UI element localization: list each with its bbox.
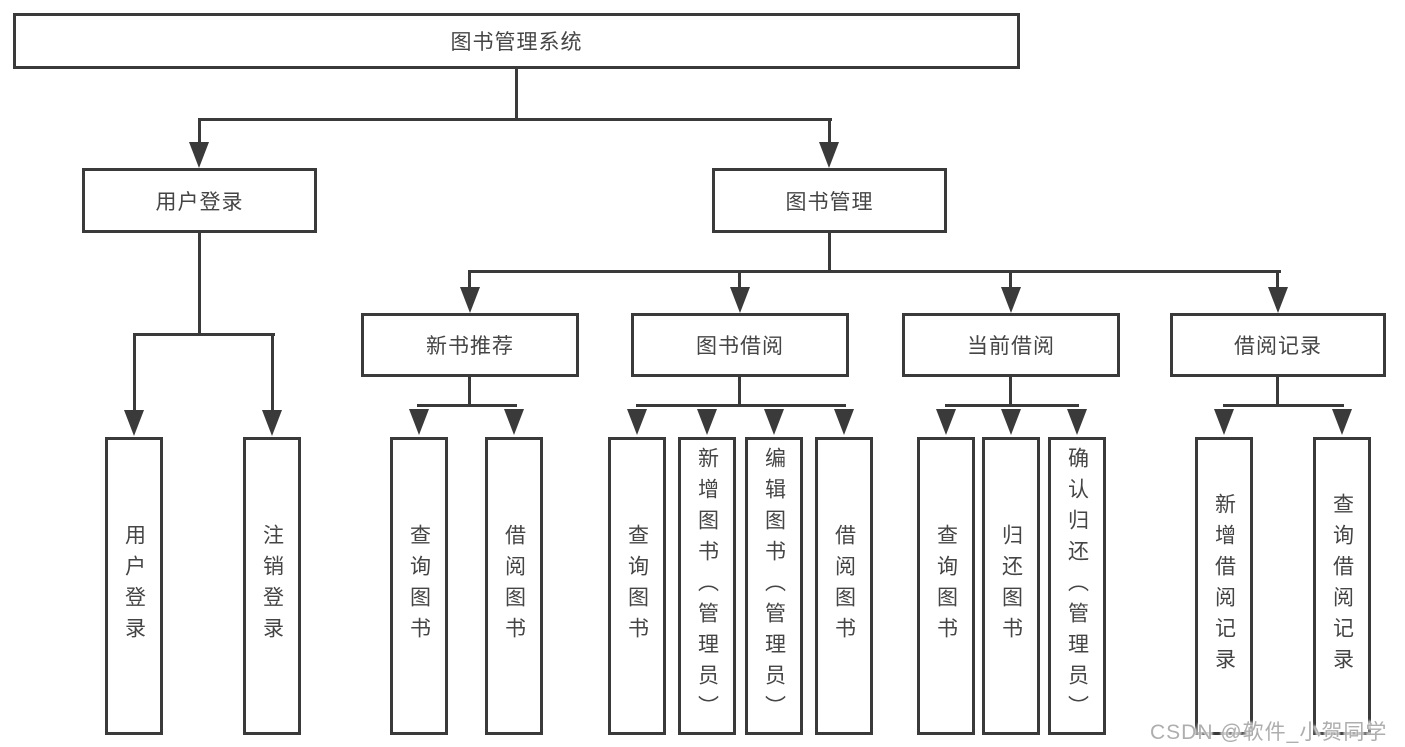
connector-line (945, 404, 1079, 407)
connector-arrowhead (730, 287, 750, 313)
connector-arrowhead (124, 410, 144, 436)
leaf-logout: 注销登录 (243, 437, 301, 735)
connector-line (515, 68, 518, 119)
node-root-label: 图书管理系统 (450, 31, 583, 54)
connector-line (198, 118, 832, 121)
connector-line (198, 118, 201, 144)
node-book-management: 图书管理 (712, 168, 947, 233)
watermark: CSDN @软件_小贺同学 (1150, 721, 1388, 744)
connector-line (1276, 377, 1279, 406)
node-borrow-records-label: 借阅记录 (1234, 335, 1322, 358)
leaf-add-book-admin: 新增图书（管理员） (678, 437, 736, 735)
leaf-edit-book-admin: 编辑图书（管理员） (745, 437, 803, 735)
leaf-add-borrow-record: 新增借阅记录 (1195, 437, 1253, 735)
connector-arrowhead (764, 409, 784, 435)
leaf-query-book-borrow: 查询图书 (608, 437, 666, 735)
node-root: 图书管理系统 (13, 13, 1020, 69)
connector-line (1009, 377, 1012, 406)
connector-arrowhead (697, 409, 717, 435)
connector-arrowhead (1332, 409, 1352, 435)
leaf-logout-label: 注销登录 (260, 524, 284, 648)
leaf-edit-book-admin-label: 编辑图书（管理员） (762, 446, 786, 726)
connector-line (1223, 404, 1344, 407)
connector-line (417, 404, 517, 407)
connector-arrowhead (504, 409, 524, 435)
connector-arrowhead (1067, 409, 1087, 435)
connector-line (738, 270, 741, 289)
node-user-login-label: 用户登录 (155, 190, 244, 214)
leaf-add-borrow-record-label: 新增借阅记录 (1212, 493, 1236, 679)
leaf-query-book-borrow-label: 查询图书 (625, 524, 649, 648)
node-book-borrow-label: 图书借阅 (696, 335, 784, 358)
leaf-query-book-recommend-label: 查询图书 (407, 524, 431, 648)
connector-line (133, 333, 136, 411)
connector-arrowhead (819, 142, 839, 168)
connector-line (738, 377, 741, 406)
node-current-borrow-label: 当前借阅 (967, 335, 1055, 358)
connector-line (468, 377, 471, 406)
node-new-book-recommend: 新书推荐 (361, 313, 579, 377)
connector-arrowhead (262, 410, 282, 436)
leaf-query-book-current-label: 查询图书 (934, 524, 958, 648)
connector-line (468, 270, 471, 289)
leaf-add-book-admin-label: 新增图书（管理员） (695, 446, 719, 726)
leaf-return-book-label: 归还图书 (999, 524, 1023, 648)
leaf-user-login-label: 用户登录 (122, 524, 146, 648)
leaf-query-borrow-record-label: 查询借阅记录 (1330, 493, 1354, 679)
connector-arrowhead (1214, 409, 1234, 435)
connector-arrowhead (460, 287, 480, 313)
leaf-borrow-book-recommend: 借阅图书 (485, 437, 543, 735)
leaf-confirm-return-admin: 确认归还（管理员） (1048, 437, 1106, 735)
leaf-query-book-recommend: 查询图书 (390, 437, 448, 735)
connector-arrowhead (834, 409, 854, 435)
connector-arrowhead (1001, 287, 1021, 313)
leaf-query-book-current: 查询图书 (917, 437, 975, 735)
connector-line (469, 270, 1281, 273)
connector-line (828, 233, 831, 272)
node-current-borrow: 当前借阅 (902, 313, 1120, 377)
leaf-user-login: 用户登录 (105, 437, 163, 735)
connector-arrowhead (189, 142, 209, 168)
leaf-query-borrow-record: 查询借阅记录 (1313, 437, 1371, 735)
leaf-borrow-book: 借阅图书 (815, 437, 873, 735)
connector-arrowhead (627, 409, 647, 435)
leaf-return-book: 归还图书 (982, 437, 1040, 735)
leaf-borrow-book-label: 借阅图书 (832, 524, 856, 648)
connector-arrowhead (409, 409, 429, 435)
node-book-management-label: 图书管理 (785, 190, 874, 214)
node-user-login: 用户登录 (82, 168, 317, 233)
connector-line (636, 404, 846, 407)
connector-line (828, 118, 831, 144)
connector-line (1009, 270, 1012, 289)
connector-line (271, 333, 274, 411)
connector-arrowhead (936, 409, 956, 435)
connector-line (1276, 270, 1279, 289)
leaf-borrow-book-recommend-label: 借阅图书 (502, 524, 526, 648)
node-new-book-recommend-label: 新书推荐 (426, 335, 514, 358)
node-book-borrow: 图书借阅 (631, 313, 849, 377)
node-borrow-records: 借阅记录 (1170, 313, 1386, 377)
connector-arrowhead (1268, 287, 1288, 313)
connector-line (133, 333, 275, 336)
connector-arrowhead (1001, 409, 1021, 435)
connector-line (198, 233, 201, 335)
leaf-confirm-return-admin-label: 确认归还（管理员） (1065, 446, 1089, 726)
